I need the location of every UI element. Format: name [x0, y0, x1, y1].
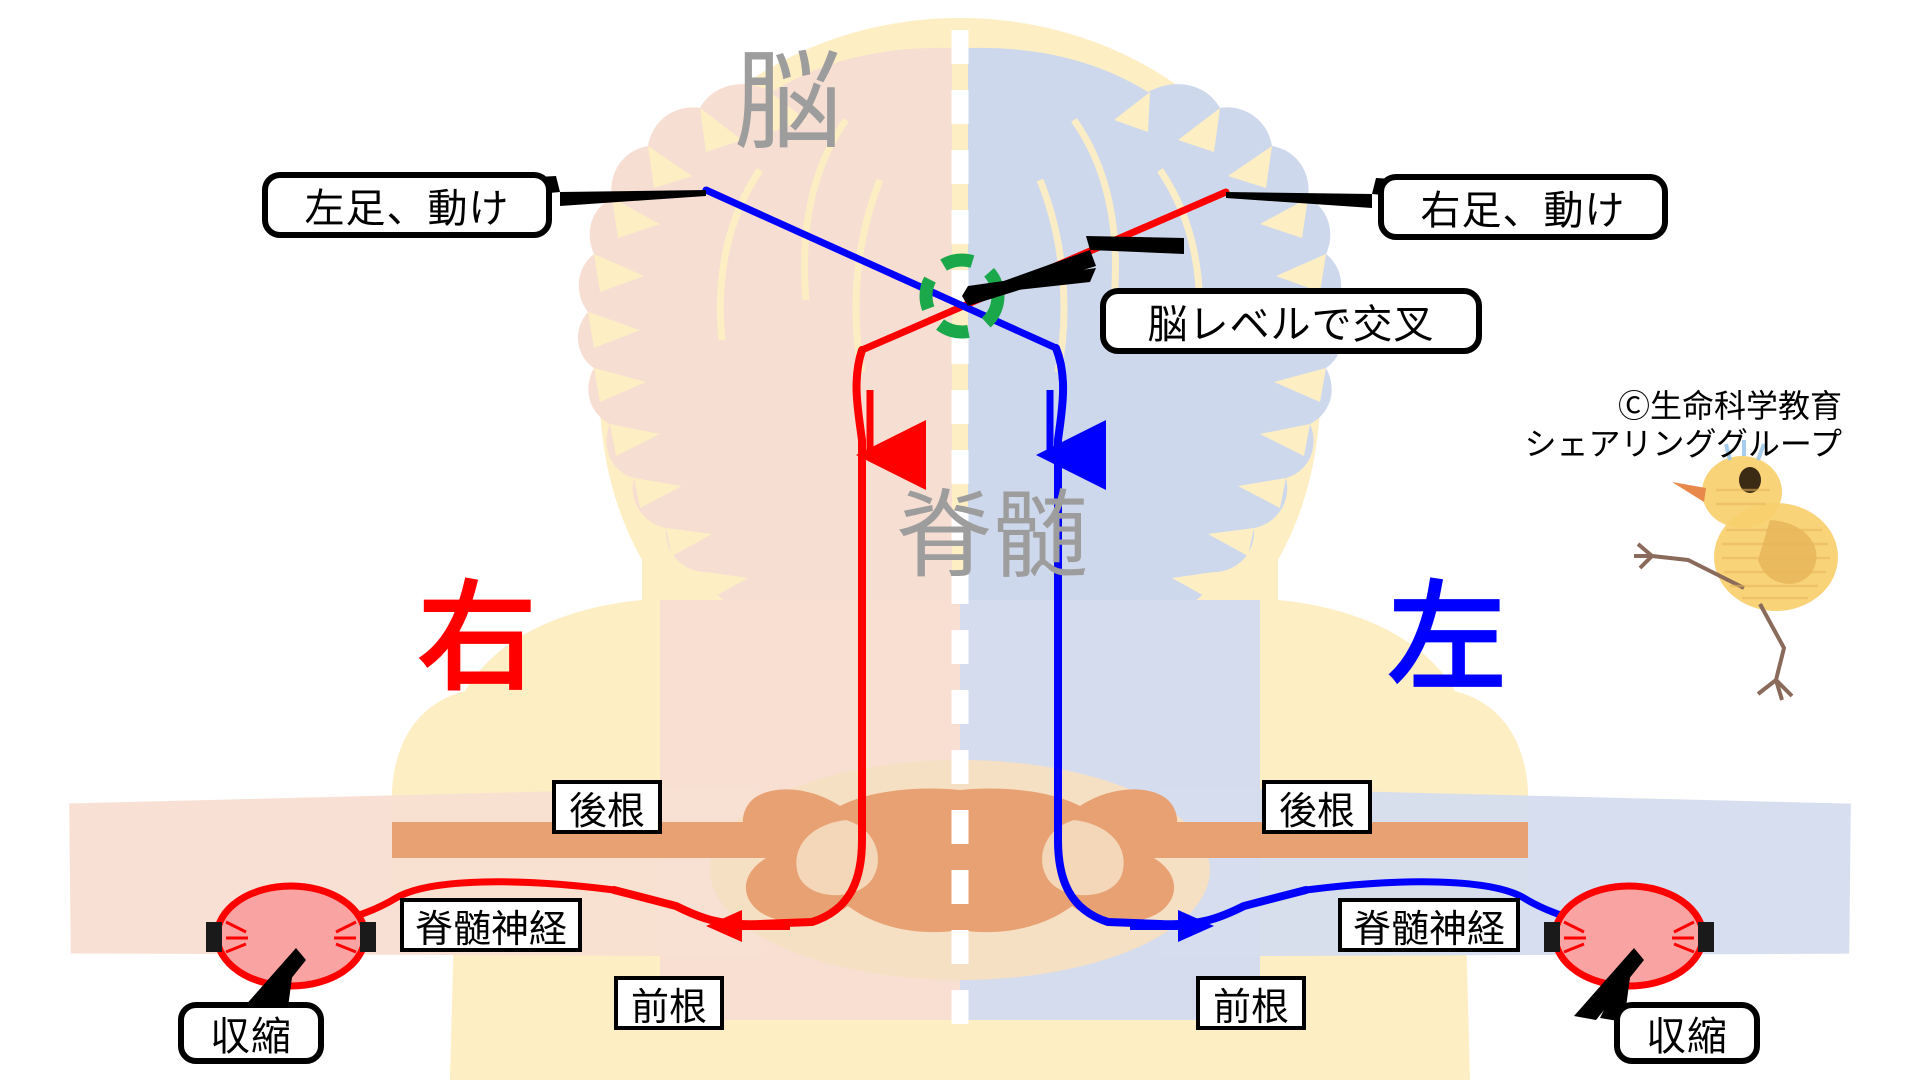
callout-right-foot-command: 右足、動け	[1378, 174, 1668, 240]
muscle-left	[1544, 882, 1714, 990]
label-dorsal-root-right: 後根	[552, 780, 662, 834]
chick-illustration	[1634, 440, 1838, 701]
watermark-spinal-cord-text: 脊髄	[896, 483, 1088, 590]
callout-left-foot-command: 左足、動け	[262, 172, 552, 238]
callout-contraction-right: 収縮	[178, 1002, 324, 1064]
callout-contraction-left: 収縮	[1614, 1002, 1760, 1064]
muscle-right	[206, 882, 376, 990]
motor-tract-left-blue	[702, 186, 1624, 942]
label-dorsal-root-left: 後根	[1262, 780, 1372, 834]
callout-decussation: 脳レベルで交叉	[1100, 288, 1482, 354]
side-label-left: 左	[1388, 573, 1507, 705]
label-ventral-root-left: 前根	[1196, 976, 1306, 1030]
ventral-exit-arrow-left	[1130, 910, 1214, 942]
label-spinal-nerve-left: 脊髄神経	[1338, 898, 1520, 952]
ventral-exit-arrow-right	[706, 910, 790, 942]
label-ventral-root-right: 前根	[614, 976, 724, 1030]
watermark-brain: 脳	[734, 41, 847, 162]
watermark-spinal-cord: 脊髄 脊髄	[896, 483, 1088, 590]
side-label-right: 右	[418, 573, 537, 705]
credit-text: Ⓒ生命科学教育 シェアリンググループ	[1524, 388, 1842, 462]
label-spinal-nerve-right: 脊髄神経	[400, 898, 582, 952]
